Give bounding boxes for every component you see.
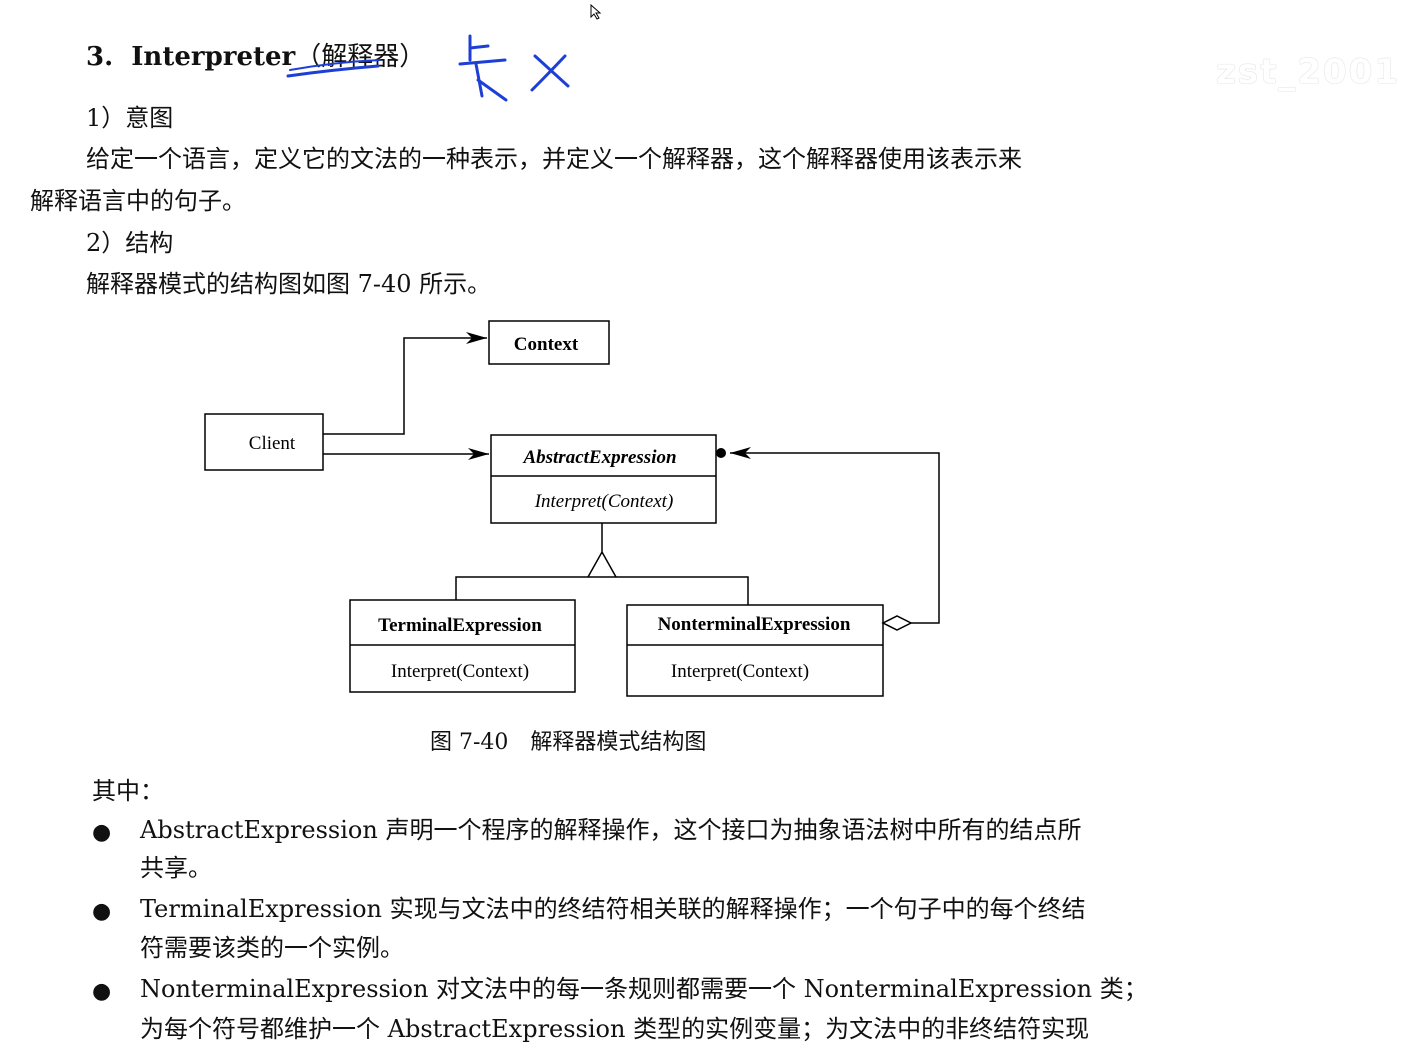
- figure-caption: 图 7-40 解释器模式结构图: [430, 730, 707, 755]
- intent-paragraph-line1: 给定一个语言，定义它的文法的一种表示，并定义一个解释器，这个解释器使用该表示来: [86, 145, 1022, 173]
- client-context-arrow: [323, 332, 487, 435]
- section-heading: 3. Interpreter（解释器）: [86, 36, 425, 73]
- abstract-name: AbstractExpression: [522, 447, 676, 468]
- structure-text: 解释器模式的结构图如图 7-40 所示。: [86, 270, 492, 298]
- bullet-2-line2: 符需要该类的一个实例。: [140, 934, 404, 962]
- inheritance-lines: [455, 576, 749, 605]
- heading-paren-close: ）: [399, 42, 426, 72]
- heading-number: 3.: [86, 42, 114, 72]
- intent-paragraph-line2: 解释语言中的句子。: [30, 187, 246, 215]
- terminal-op: Interpret(Context): [391, 661, 529, 682]
- client-label: Client: [249, 433, 296, 454]
- mouse-cursor-icon: [590, 4, 602, 20]
- aggregation-diamond: [881, 615, 913, 631]
- terminal-box: [349, 599, 576, 693]
- section-intent-title: 1）意图: [86, 104, 174, 132]
- section-structure-title: 2）结构: [86, 229, 174, 257]
- heading-title: Interpreter: [131, 42, 296, 72]
- handwriting-annotation: [286, 34, 570, 102]
- nonterminal-box: [626, 604, 884, 697]
- inheritance-triangle: [587, 523, 617, 578]
- uml-diagram: Context Client AbstractExpression Interp…: [204, 320, 940, 697]
- bullet-3-line2: 为每个符号都维护一个 AbstractExpression 类型的实例变量；为文…: [140, 1015, 1090, 1043]
- bullet-marker: ●: [92, 899, 112, 924]
- bullet-1-line2: 共享。: [140, 854, 212, 882]
- bullet-3-line1: NonterminalExpression 对文法中的每一条规则都需要一个 No…: [140, 975, 1148, 1003]
- among-label: 其中：: [92, 777, 164, 805]
- abstract-op: Interpret(Context): [534, 491, 674, 512]
- terminal-name: TerminalExpression: [378, 615, 542, 636]
- bullet-2-line1: TerminalExpression 实现与文法中的终结符相关联的解释操作；一个…: [140, 895, 1086, 923]
- watermark: zst_2001: [1216, 52, 1400, 92]
- bullet-marker: ●: [92, 820, 112, 845]
- context-box: [488, 320, 610, 365]
- bullet-marker: ●: [92, 979, 112, 1004]
- nonterminal-op: Interpret(Context): [671, 661, 809, 682]
- aggregation-dot: [716, 448, 726, 458]
- client-box: [204, 413, 324, 471]
- context-label: Context: [514, 334, 579, 355]
- bullet-1-line1: AbstractExpression 声明一个程序的解释操作，这个接口为抽象语法…: [140, 816, 1082, 844]
- abstract-box: [490, 434, 717, 524]
- nonterminal-name: NonterminalExpression: [658, 614, 851, 635]
- aggregation-line: [730, 447, 940, 624]
